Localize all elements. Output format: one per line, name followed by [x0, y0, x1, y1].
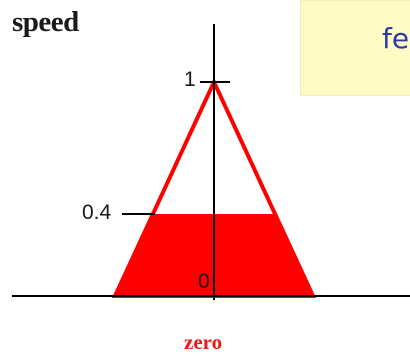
- tick-label-0-4: 0.4: [82, 201, 112, 224]
- tick-label-one: 1: [184, 68, 196, 91]
- callout-text: fe: [382, 22, 410, 55]
- diagram-title: speed: [12, 6, 79, 38]
- callout-box: fe: [300, 0, 410, 96]
- tick-label-origin: 0: [198, 270, 210, 293]
- membership-label: zero: [184, 330, 223, 354]
